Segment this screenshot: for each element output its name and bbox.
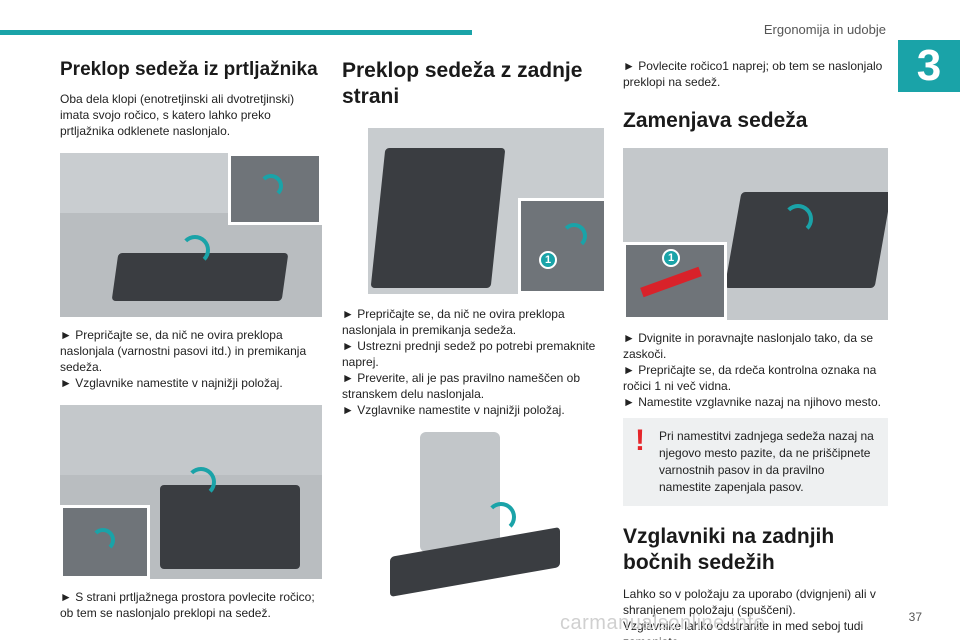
- watermark: carmanualsonline.info: [560, 612, 766, 634]
- step-front-seat: ► Ustrezni prednji sedež po potrebi prem…: [342, 339, 596, 369]
- header-accent-bar: [0, 30, 472, 35]
- step-check-red-mark: ► Prepričajte se, da rdeča kontrolna ozn…: [623, 363, 877, 393]
- illustration-rear-seat: 1: [368, 128, 604, 294]
- pull-arrow-icon: [561, 223, 587, 249]
- inset-handle-detail: [228, 153, 322, 225]
- callout-1-badge: 1: [662, 249, 680, 267]
- step-pull-lever: ► S strani prtljažnega prostora povlecit…: [60, 590, 315, 620]
- illustration-trunk-lever: [60, 405, 322, 579]
- step-check-belt: ► Preverite, ali je pas pravilno namešče…: [342, 371, 580, 401]
- step-refit-headrests: ► Namestite vzglavnike nazaj na njihovo …: [623, 395, 881, 409]
- step-check-clear: ► Prepričajte se, da nič ne ovira preklo…: [342, 307, 565, 337]
- step-check-clear: ► Prepričajte se, da nič ne ovira preklo…: [60, 328, 307, 374]
- step-headrests-low: ► Vzglavnike namestite v najnižji položa…: [342, 403, 565, 417]
- step-headrests-low: ► Vzglavnike namestite v najnižji položa…: [60, 376, 283, 390]
- inset-red-marker: 1: [623, 242, 727, 320]
- heading-rear-fold: Preklop sedeža z zadnje strani: [342, 59, 583, 108]
- headrest-removal-text: Vzglavnike lahko odstranite in med seboj…: [623, 619, 864, 640]
- heading-trunk-fold: Preklop sedeža iz prtljažnika: [60, 59, 318, 80]
- chapter-number: 3: [898, 40, 960, 92]
- rotate-arrow-icon: [180, 235, 210, 265]
- warning-text: Pri namestitvi zadnjega sedeža nazaj na …: [659, 429, 874, 494]
- column-1: Preklop sedeža iz prtljažnika Oba dela k…: [60, 58, 322, 621]
- lever-arrow-icon: [91, 528, 115, 552]
- heading-rear-headrests: Vzglavniki na zadnjih bočnih sedežih: [623, 525, 835, 574]
- illustration-trunk-seat: [60, 153, 322, 317]
- heading-replace-seat: Zamenjava sedeža: [623, 109, 808, 132]
- callout-1-badge: 1: [539, 251, 557, 269]
- illustration-replace-seat: 1: [623, 148, 888, 320]
- headrest-positions-text: Lahko so v položaju za uporabo (dvignjen…: [623, 587, 876, 617]
- pull-arrow-icon: [259, 174, 283, 198]
- intro-text: Oba dela klopi (enotretjinski ali dvotre…: [60, 92, 295, 138]
- warning-box: ! Pri namestitvi zadnjega sedeža nazaj n…: [623, 418, 888, 506]
- fold-arrow-icon: [186, 467, 216, 497]
- page-number: 37: [908, 610, 922, 624]
- inset-lever-detail: [60, 505, 150, 579]
- column-3: ► Povlecite ročico1 naprej; ob tem se na…: [623, 58, 888, 640]
- fold-down-arrow-icon: [486, 502, 516, 532]
- red-indicator-mark: [640, 266, 702, 298]
- section-header: Ergonomija in udobje: [763, 22, 886, 37]
- raise-arrow-icon: [783, 204, 813, 234]
- illustration-folded-seat: [390, 432, 560, 600]
- inset-rear-handle: 1: [518, 198, 604, 294]
- column-2: Preklop sedeža z zadnje strani 1 ► Prepr…: [342, 58, 604, 600]
- warning-exclamation-icon: !: [635, 424, 645, 457]
- step-pull-handle: ► Povlecite ročico1 naprej; ob tem se na…: [623, 59, 883, 89]
- step-raise-backrest: ► Dvignite in poravnajte naslonjalo tako…: [623, 331, 874, 361]
